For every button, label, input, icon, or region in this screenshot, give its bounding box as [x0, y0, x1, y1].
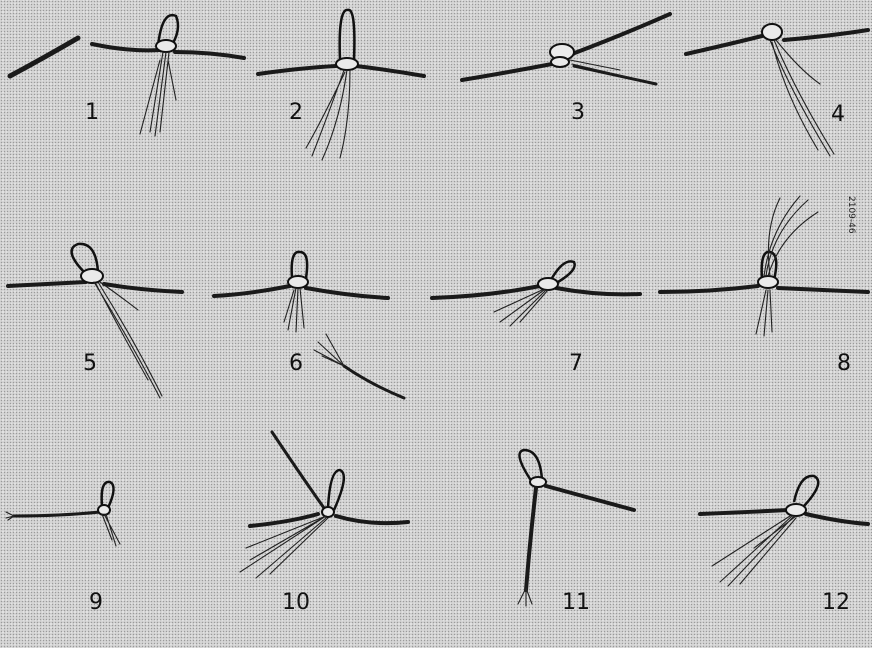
- step-label-9: 9: [76, 592, 116, 614]
- knot-step-3: [462, 14, 670, 84]
- reference-code: 2109-46: [846, 196, 856, 234]
- step-label-6: 6: [276, 353, 316, 375]
- knot-step-1: [10, 15, 244, 136]
- knot-step-7: [432, 261, 640, 326]
- step-label-10: 10: [276, 592, 316, 614]
- step-label-2: 2: [276, 102, 316, 124]
- knot-step-11: [518, 450, 634, 606]
- step-label-3: 3: [558, 102, 598, 124]
- step-label-12: 12: [816, 592, 856, 614]
- step-label-1: 1: [72, 102, 112, 124]
- knot-step-12: [700, 476, 868, 586]
- step-label-8: 8: [824, 353, 864, 375]
- knot-step-10: [240, 432, 408, 578]
- step-label-11: 11: [556, 592, 596, 614]
- step-label-5: 5: [70, 353, 110, 375]
- step-label-4: 4: [818, 104, 858, 126]
- knot-step-6: [214, 252, 404, 398]
- knot-step-2: [258, 10, 424, 160]
- step-label-7: 7: [556, 353, 596, 375]
- knot-step-9: [6, 482, 120, 546]
- knot-step-8: [660, 196, 868, 336]
- knot-step-4: [686, 24, 868, 156]
